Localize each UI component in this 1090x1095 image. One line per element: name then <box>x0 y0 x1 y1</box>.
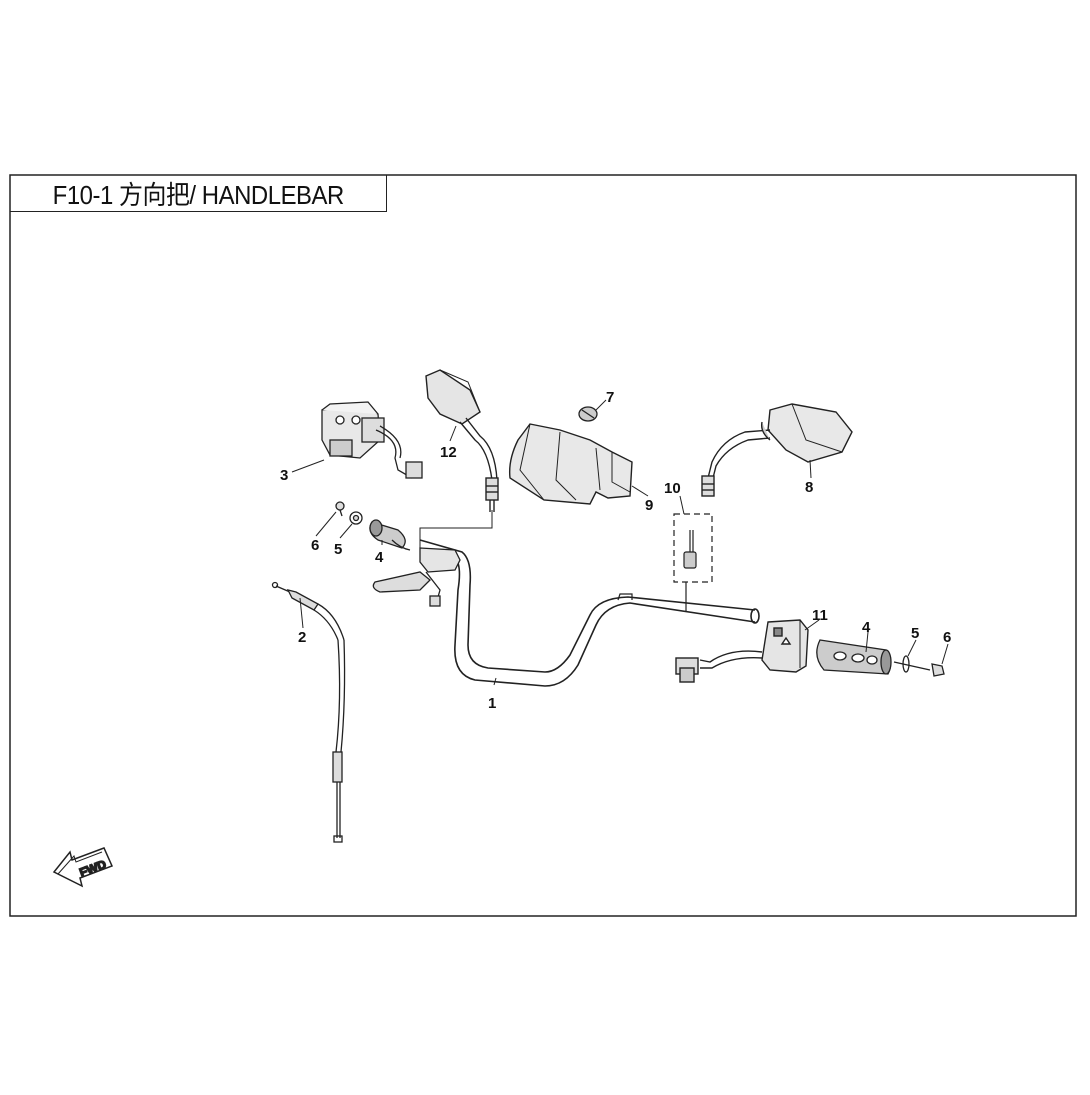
callout-3: 3 <box>280 467 288 484</box>
outer-border <box>9 174 1077 917</box>
callout-6-right: 6 <box>943 629 951 646</box>
part-cap <box>578 406 598 422</box>
callout-6-left: 6 <box>311 537 319 554</box>
part-master-cylinder <box>321 401 423 479</box>
title-box: F10-1 方向把/ HANDLEBAR <box>10 175 387 212</box>
callout-5-right: 5 <box>911 625 919 642</box>
part-right-grip <box>816 639 945 677</box>
callout-2: 2 <box>298 629 306 646</box>
callout-9: 9 <box>645 497 653 514</box>
callout-11: 11 <box>812 607 828 624</box>
part-cable <box>271 581 346 843</box>
callout-1: 1 <box>488 695 496 712</box>
callout-7: 7 <box>606 389 614 406</box>
callout-8: 8 <box>805 479 813 496</box>
part-left-mirror <box>425 369 499 512</box>
part-right-switch <box>675 619 809 683</box>
callout-4-right: 4 <box>862 619 871 636</box>
callout-5-left: 5 <box>334 541 342 558</box>
part-hand-guard <box>508 423 633 505</box>
page-title: F10-1 方向把/ HANDLEBAR <box>52 179 344 210</box>
callout-12: 12 <box>440 444 457 461</box>
part-left-lever <box>372 510 493 607</box>
leader-lines <box>291 399 949 686</box>
part-left-grip <box>335 501 411 551</box>
fwd-arrow: FWD <box>52 847 114 888</box>
callout-4-left: 4 <box>375 549 384 566</box>
part-connector <box>673 513 713 612</box>
part-handlebar <box>419 539 760 687</box>
part-right-mirror <box>701 403 853 497</box>
callout-10: 10 <box>664 480 681 497</box>
